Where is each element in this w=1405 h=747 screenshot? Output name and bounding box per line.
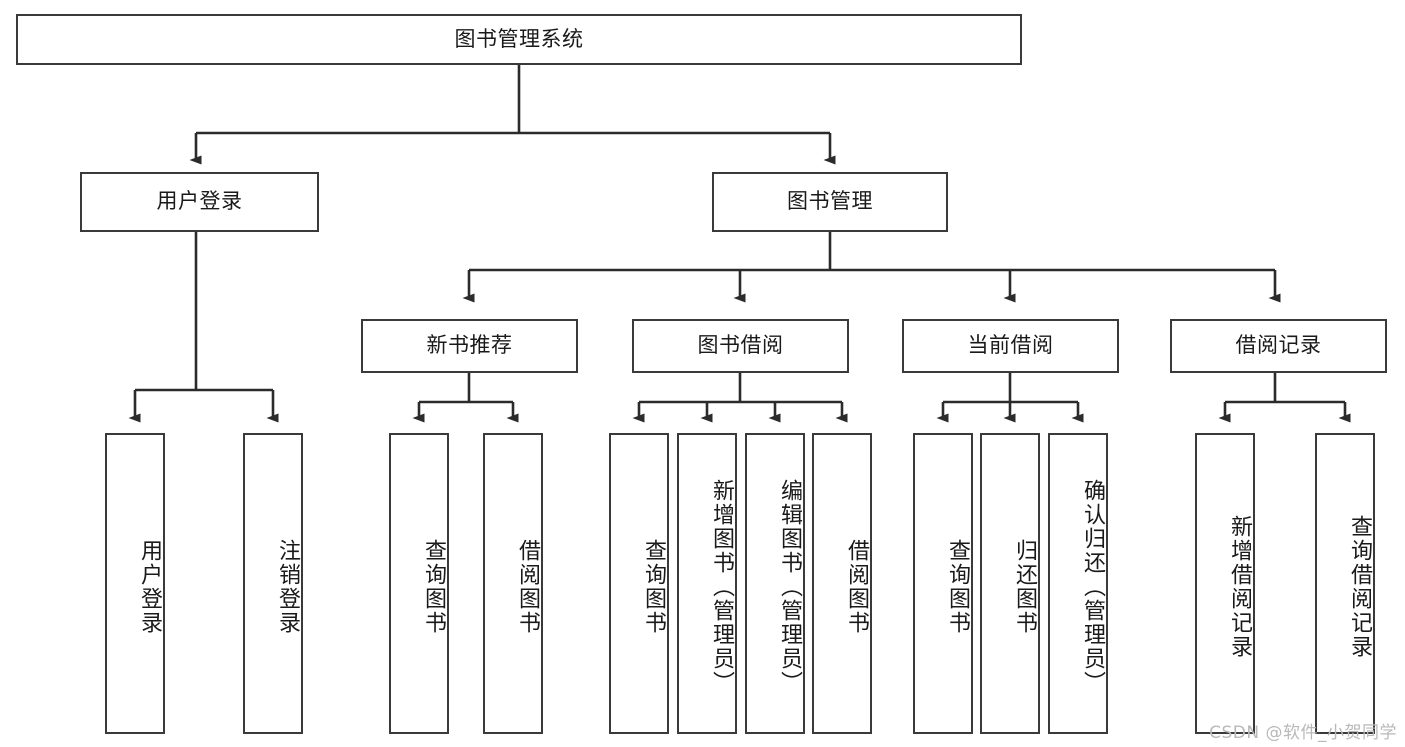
node-root[interactable]: 图书管理系统 xyxy=(16,14,1022,65)
node-leaf-query-book-1[interactable]: 查询图书 xyxy=(389,433,449,734)
node-leaf-edit-book[interactable]: 编辑图书（管理员） xyxy=(745,433,805,734)
node-leaf-logout-login[interactable]: 注销登录 xyxy=(243,433,303,734)
node-leaf-user-login[interactable]: 用户登录 xyxy=(105,433,165,734)
node-book-borrow[interactable]: 图书借阅 xyxy=(632,319,849,373)
node-borrow-record[interactable]: 借阅记录 xyxy=(1170,319,1387,373)
node-leaf-borrow-book-1[interactable]: 借阅图书 xyxy=(483,433,543,734)
node-book-manage[interactable]: 图书管理 xyxy=(712,172,948,232)
node-new-book-recommend[interactable]: 新书推荐 xyxy=(361,319,578,373)
node-current-borrow[interactable]: 当前借阅 xyxy=(902,319,1119,373)
node-leaf-add-book[interactable]: 新增图书（管理员） xyxy=(677,433,737,734)
node-leaf-query-record[interactable]: 查询借阅记录 xyxy=(1315,433,1375,734)
node-leaf-add-record[interactable]: 新增借阅记录 xyxy=(1195,433,1255,734)
node-leaf-borrow-book-2[interactable]: 借阅图书 xyxy=(812,433,872,734)
watermark-text: CSDN @软件_小贺同学 xyxy=(1209,723,1397,743)
node-leaf-confirm-return[interactable]: 确认归还（管理员） xyxy=(1048,433,1108,734)
node-user-login[interactable]: 用户登录 xyxy=(80,172,319,232)
node-leaf-return-book[interactable]: 归还图书 xyxy=(980,433,1040,734)
node-leaf-query-book-3[interactable]: 查询图书 xyxy=(913,433,973,734)
node-leaf-query-book-2[interactable]: 查询图书 xyxy=(609,433,669,734)
